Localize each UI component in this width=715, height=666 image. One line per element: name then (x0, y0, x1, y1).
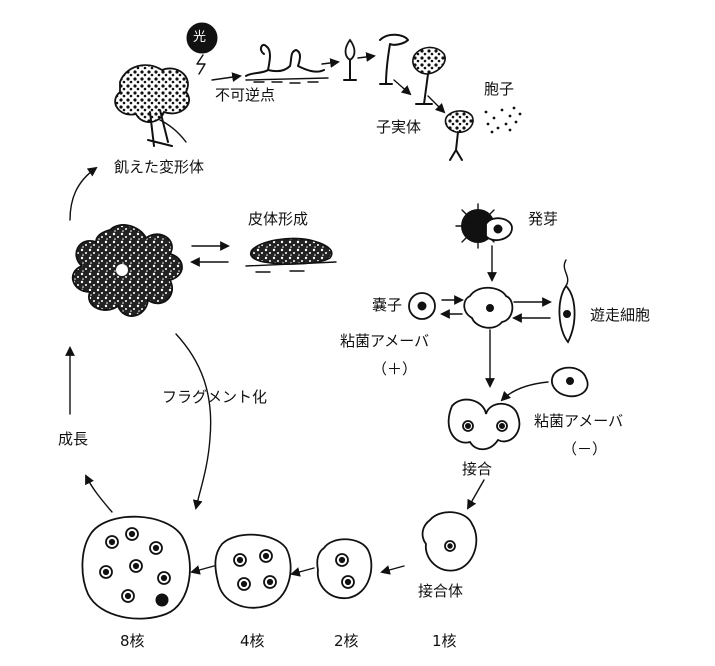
arrow-growth (85, 474, 113, 513)
cyst-label: 嚢子 (372, 296, 403, 314)
growth-label: 成長 (58, 430, 89, 448)
germinating-spore-icon (455, 203, 513, 249)
two-nuclei-cell-icon (316, 538, 373, 599)
spore-label: 胞子 (484, 80, 515, 98)
migration-stages-icon (245, 44, 329, 84)
germination-label: 発芽 (528, 210, 559, 228)
eight-nuclei-cell-icon (81, 515, 191, 620)
myxamoeba-plus-icon (463, 286, 514, 329)
nuclei-8-label: 8核 (120, 632, 145, 650)
nuclei-4-label: 4核 (240, 632, 265, 650)
nuclei-1-label: 1核 (432, 632, 457, 650)
arrow-minus-to-fusion (500, 381, 549, 402)
fusion-label: 接合 (462, 460, 493, 478)
swarm-cell-label: 遊走細胞 (590, 306, 651, 324)
zygote-label: 接合体 (418, 582, 464, 600)
arrow-to-8-nuclei (190, 565, 215, 575)
fragmentation-label: フラグメント化 (162, 388, 268, 406)
myxamoeba-plus-label: 粘菌アメーバ (340, 332, 430, 350)
swarm-cell-icon (558, 259, 576, 344)
cyst-icon (408, 292, 436, 320)
arrow-to-spore-release (427, 95, 446, 114)
myxamoeba-plus-sign: （＋） (372, 360, 418, 378)
arrow-to-4-nuclei (290, 567, 315, 577)
light-label: 光 (193, 30, 207, 45)
starved-plasmodium-label: 飢えた変形体 (114, 158, 205, 176)
fusion-icon (447, 398, 521, 451)
starved-plasmodium-icon (114, 64, 190, 147)
forming-stalk-icon (379, 33, 409, 85)
plasmodium-icon (71, 224, 183, 317)
myxamoeba-minus-sign: （－） (562, 440, 608, 458)
arrow-to-migration (211, 72, 242, 82)
nuclei-2-label: 2核 (334, 632, 359, 650)
arrow-to-2-nuclei (380, 565, 405, 575)
spores-icon (484, 106, 522, 134)
arrow-to-forming-stalk (357, 52, 376, 62)
myxamoeba-minus-label: 粘菌アメーバ (534, 412, 624, 430)
arrow-to-starved-plasmodium (69, 166, 98, 221)
zygote-icon (421, 511, 478, 572)
arrow-fragmentation (175, 333, 212, 510)
fruiting-body-icon (412, 46, 446, 105)
fruiting-body-label: 子実体 (376, 118, 422, 136)
arrow-to-fruiting-body (393, 79, 412, 96)
arrow-to-stalk (321, 58, 340, 68)
irreversible-point-label: 不可逆点 (215, 86, 276, 104)
arrow-to-zygote (467, 479, 485, 510)
early-stalk-icon (343, 38, 357, 81)
spore-release-icon (444, 110, 474, 161)
sclerotium-formation-label: 皮体形成 (248, 210, 309, 228)
light-icon (186, 22, 218, 75)
myxamoeba-minus-icon (551, 366, 589, 398)
four-nuclei-cell-icon (214, 533, 292, 609)
sclerotium-icon (245, 237, 337, 273)
